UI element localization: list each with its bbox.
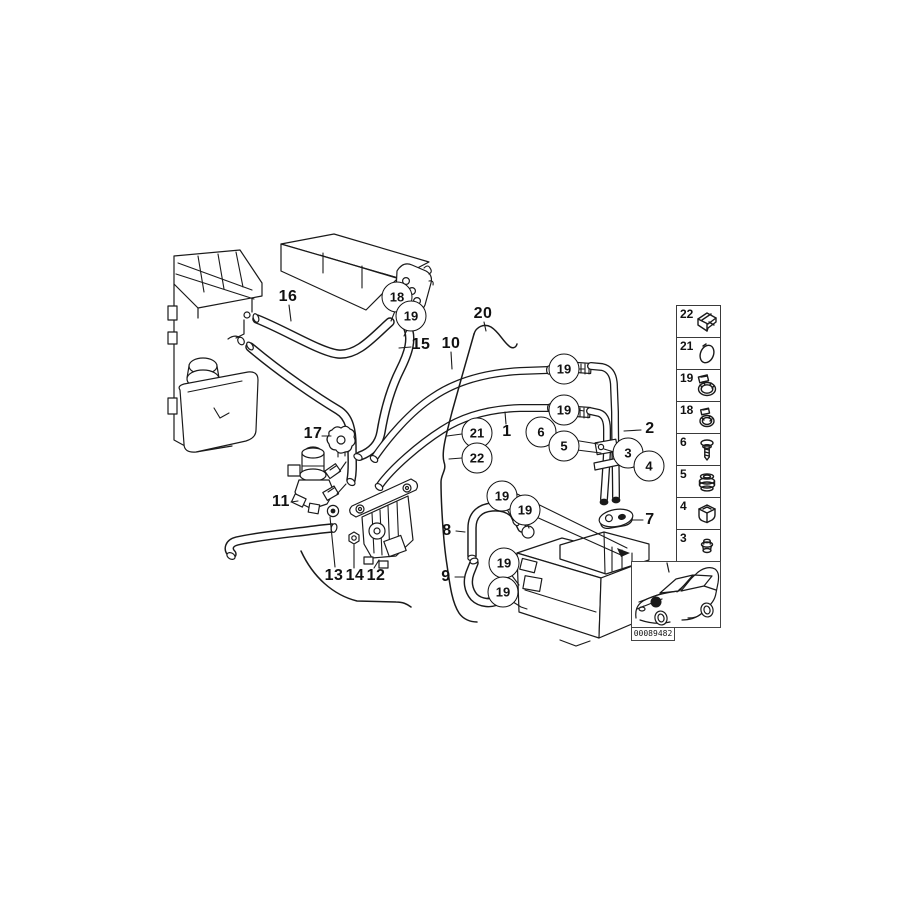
callout-circle-5: 5: [548, 430, 580, 462]
callout-circle-22: 22: [461, 442, 493, 474]
auxiliary-heater-unit: [484, 531, 650, 647]
callout-circle-19: 19: [488, 547, 520, 579]
clamp-ring-icon: [694, 341, 720, 367]
callout-circle-19: 19: [395, 300, 427, 332]
firewall-box: [280, 233, 430, 311]
callout-8: 8: [442, 522, 452, 539]
hose-clamp-small-icon: [694, 405, 720, 431]
callout-20: 20: [473, 305, 493, 322]
callout-17: 17: [303, 425, 323, 442]
legend-row-6: 6: [676, 433, 721, 466]
retaining-clip-icon: [694, 309, 720, 335]
legend-number: 18: [680, 403, 694, 417]
legend-number: 21: [680, 339, 694, 353]
callout-16: 16: [278, 288, 298, 305]
callout-12: 12: [366, 567, 386, 584]
hose-clamp-icon: [694, 373, 720, 399]
callout-14: 14: [345, 567, 365, 584]
legend-number: 19: [680, 371, 694, 385]
sealing-plug-icon: [694, 533, 720, 559]
callout-circle-6: 6: [525, 416, 557, 448]
bottom-hose: [224, 523, 338, 561]
callout-9: 9: [441, 568, 451, 585]
legend-number: 4: [680, 499, 687, 513]
hose-1: [374, 403, 553, 492]
callout-15: 15: [411, 336, 431, 353]
rigid-pipe-2: [586, 362, 621, 506]
legend-row-18: 18: [676, 401, 721, 434]
callout-circle-19: 19: [487, 576, 519, 608]
hose-16: [252, 313, 395, 359]
clamp-17: [326, 425, 356, 458]
flange-screw-icon: [694, 437, 720, 463]
wire-strap-20: [440, 324, 518, 623]
callout-2: 2: [645, 420, 655, 437]
legend-number: 3: [680, 531, 687, 545]
car-outline-icon: [635, 562, 720, 626]
legend-row-22: 22: [676, 305, 721, 338]
flange-7: [598, 508, 634, 530]
callout-11: 11: [272, 493, 290, 510]
thin-routing-line: [300, 550, 412, 608]
callout-13: 13: [324, 567, 344, 584]
legend-row-4: 4: [676, 497, 721, 530]
legend-row-5: 5: [676, 465, 721, 498]
legend-row-3: 3: [676, 529, 721, 562]
callout-1: 1: [502, 423, 512, 440]
bracket-pump-12: [349, 478, 419, 569]
vehicle-location-thumbnail: [631, 561, 721, 628]
image-code: 00089482: [631, 627, 675, 641]
legend-number: 6: [680, 435, 687, 449]
nut-14: [348, 531, 360, 545]
grommet-sleeve-icon: [694, 469, 720, 495]
engine-return-hose: [245, 341, 357, 487]
callout-circle-4: 4: [633, 450, 665, 482]
engine-outline: [167, 249, 263, 453]
callout-circle-19: 19: [548, 353, 580, 385]
legend-number: 22: [680, 307, 694, 321]
legend-number: 5: [680, 467, 687, 481]
callout-circle-19: 19: [509, 494, 541, 526]
water-valve-11: [287, 446, 347, 515]
callout-10: 10: [441, 335, 461, 352]
expanding-nut-icon: [694, 501, 720, 527]
legend-row-19: 19: [676, 369, 721, 402]
legend-row-21: 21: [676, 337, 721, 370]
callout-circle-19: 19: [548, 394, 580, 426]
callout-7: 7: [645, 511, 655, 528]
